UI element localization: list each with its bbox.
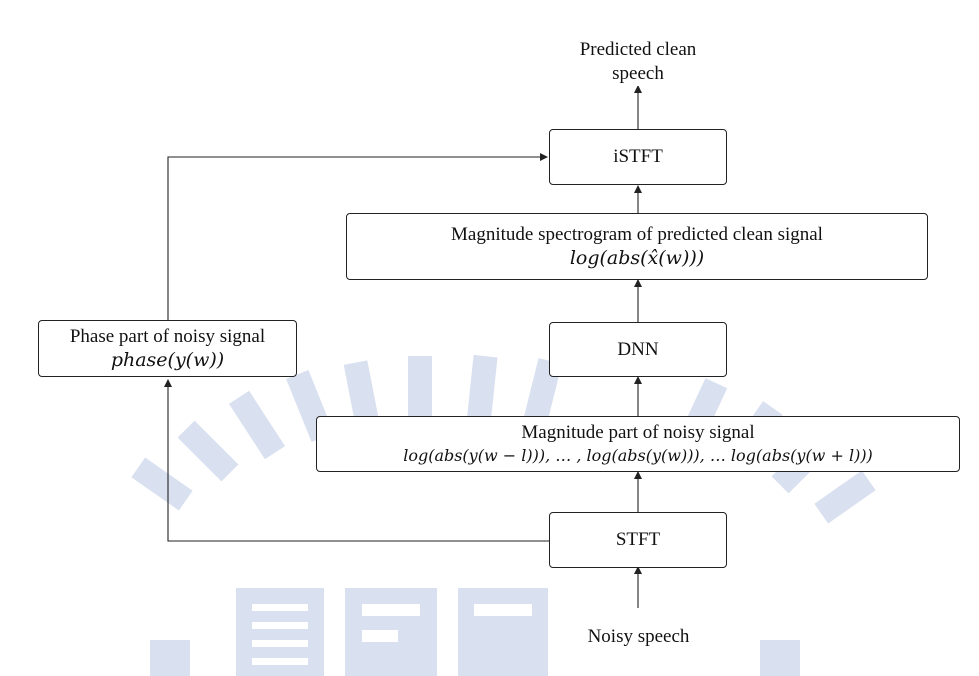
magnitude-predicted-box: Magnitude spectrogram of predicted clean… xyxy=(346,213,928,280)
magnitude-predicted-formula: log(abs(x̂(w))) xyxy=(569,246,705,269)
stft-label: STFT xyxy=(615,529,661,551)
watermark-ray xyxy=(408,356,432,424)
predicted-clean-speech-label: Predicted clean speech xyxy=(548,38,728,86)
watermark-ray xyxy=(177,420,239,482)
noisy-speech-node: Noisy speech xyxy=(551,608,726,666)
istft-box: iSTFT xyxy=(549,129,727,185)
noisy-speech-label: Noisy speech xyxy=(587,626,690,648)
watermark-ray xyxy=(228,390,286,460)
watermark-block xyxy=(150,640,190,676)
stft-box: STFT xyxy=(549,512,727,568)
magnitude-noisy-label: Magnitude part of noisy signal xyxy=(521,422,755,444)
watermark-block xyxy=(458,588,548,676)
phase-part-box: Phase part of noisy signal phase(y(w)) xyxy=(38,320,297,377)
predicted-clean-speech-line1: Predicted clean xyxy=(579,39,697,60)
watermark-ray xyxy=(814,470,876,524)
arrow-stft-to-phase xyxy=(164,379,550,542)
istft-label: iSTFT xyxy=(613,146,663,168)
predicted-clean-speech-line2: speech xyxy=(612,62,664,84)
magnitude-predicted-label: Magnitude spectrogram of predicted clean… xyxy=(451,223,823,245)
dnn-label: DNN xyxy=(617,338,659,360)
watermark-ray xyxy=(466,354,498,426)
magnitude-noisy-box: Magnitude part of noisy signal log(abs(y… xyxy=(316,416,960,472)
magnitude-noisy-formula: log(abs(y(w − l))), … , log(abs(y(w))), … xyxy=(403,446,873,466)
dnn-box: DNN xyxy=(549,322,727,377)
phase-part-formula: phase(y(w)) xyxy=(110,348,225,371)
watermark-ray xyxy=(131,457,193,511)
watermark-block xyxy=(760,640,800,676)
arrow-phase-to-istft xyxy=(167,153,548,321)
watermark-ray xyxy=(343,360,381,432)
phase-part-label: Phase part of noisy signal xyxy=(69,325,266,347)
